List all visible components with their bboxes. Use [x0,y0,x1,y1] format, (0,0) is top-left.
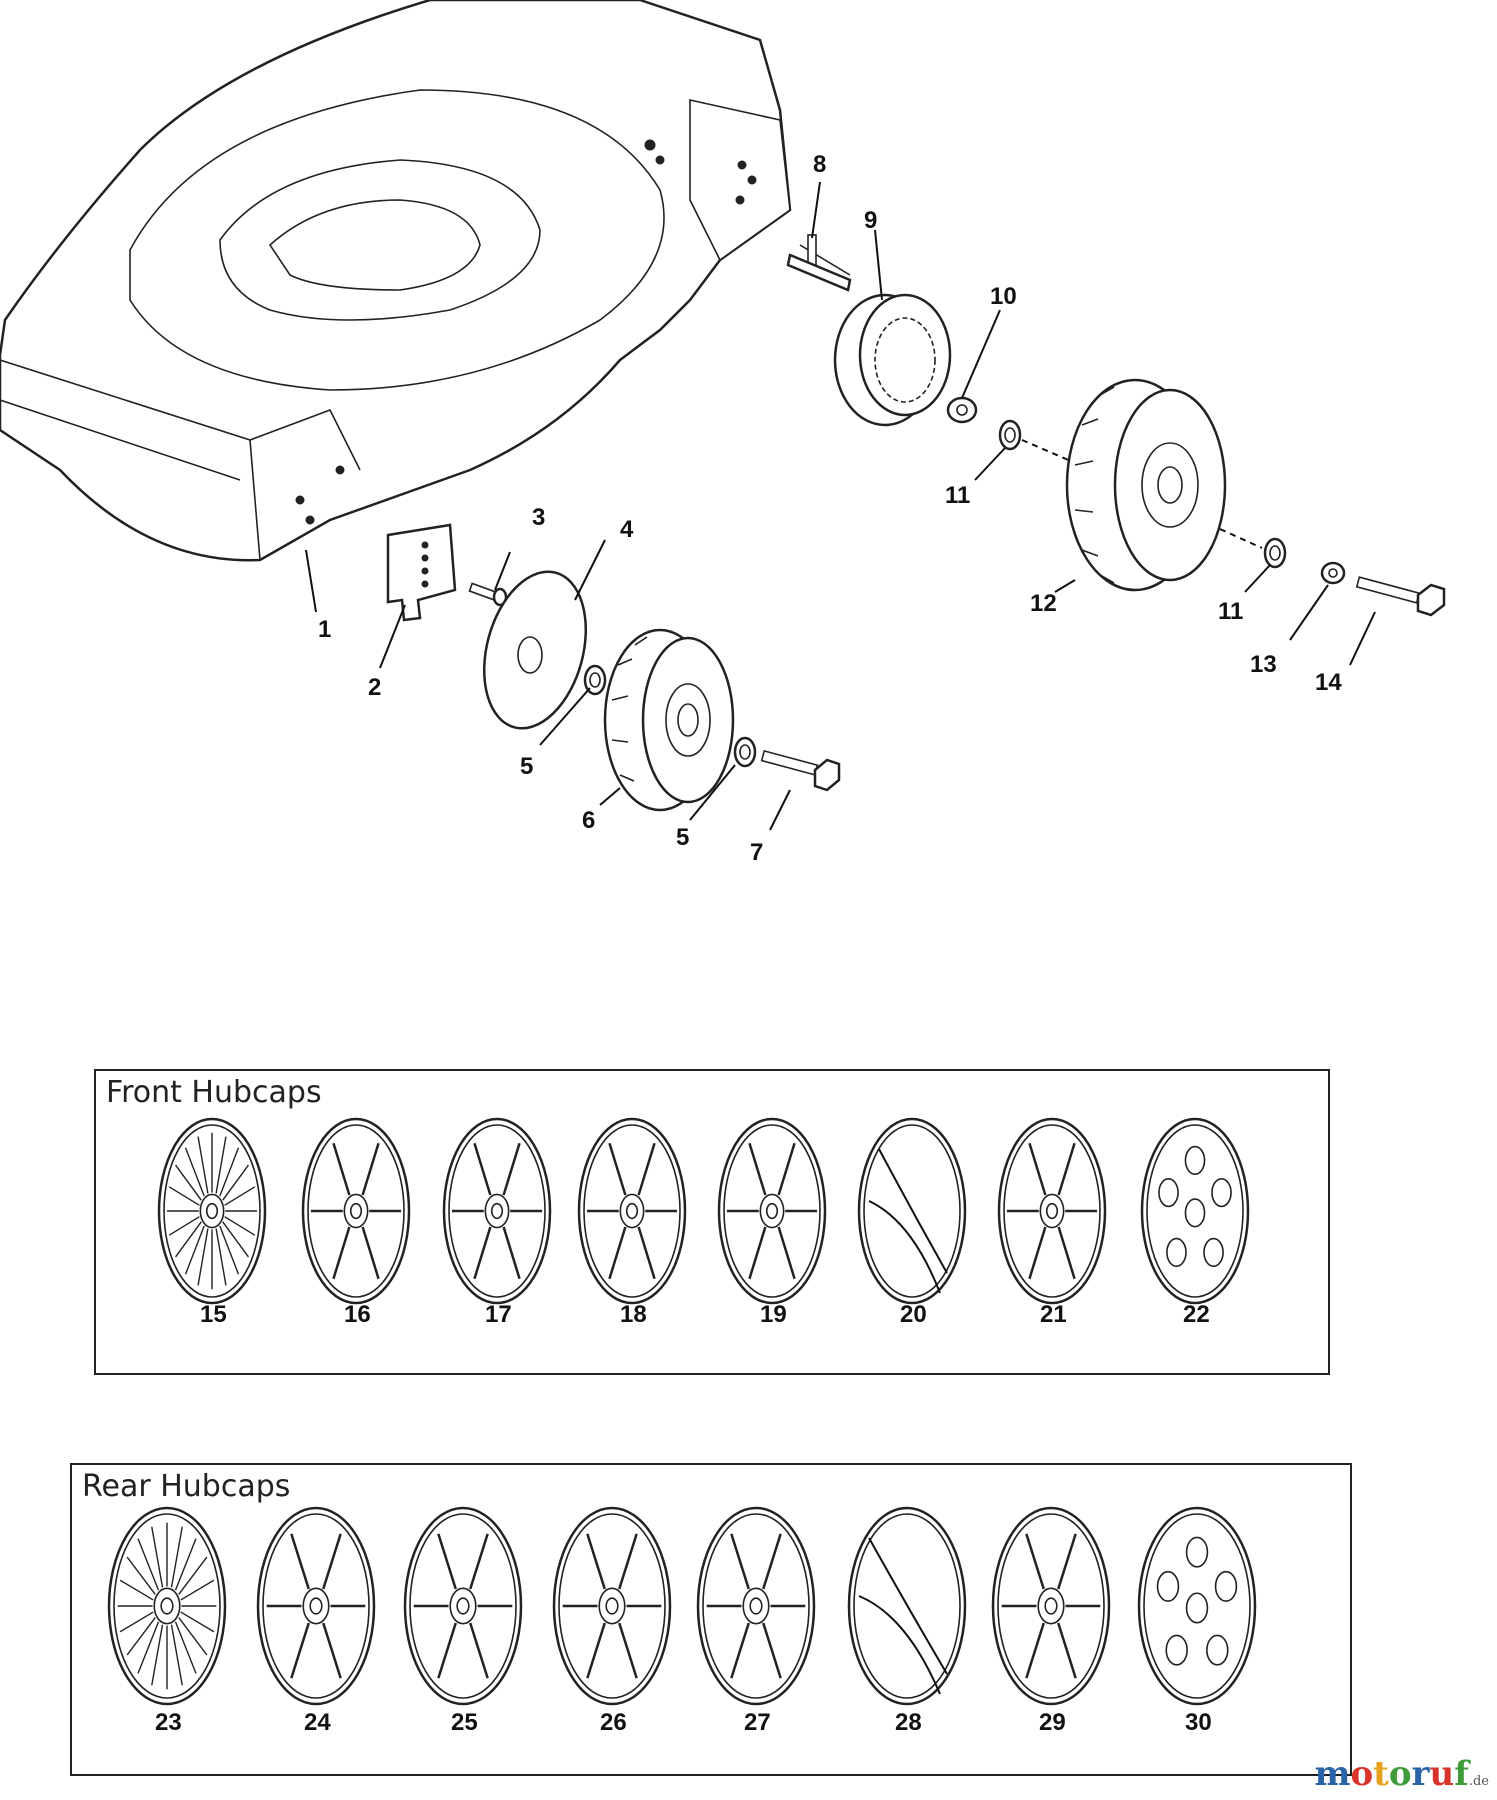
logo-suffix: .de [1468,1774,1489,1789]
hubcap-icon [301,1117,411,1305]
callout-9: 9 [864,207,877,234]
hubcap-icon [107,1506,227,1706]
callout-10: 10 [990,283,1017,310]
rear-hubcaps-title: Rear Hubcaps [82,1469,291,1504]
hubcap-icon [442,1117,552,1305]
hubcap-icon [717,1117,827,1305]
bearing-rear-outer [1263,537,1287,569]
hubcap-number: 15 [200,1301,227,1328]
mower-deck [0,0,851,562]
rear-hubcaps-row: 23 24 25 26 27 28 29 30 [107,1506,1257,1736]
front-hubcaps-title: Front Hubcaps [106,1075,322,1110]
callout-4: 4 [620,516,634,543]
rear-wheel [1065,378,1227,592]
hubcap-number: 20 [900,1301,927,1328]
front-hubcaps-row: 15 16 17 18 19 20 21 22 [157,1117,1250,1328]
hubcap-number: 22 [1183,1301,1210,1328]
hubcap-icon [997,1117,1107,1305]
hubcap-icon [577,1117,687,1305]
hubcap-number: 19 [760,1301,787,1328]
screw [468,582,508,607]
hubcap-number: 17 [485,1301,512,1328]
callout-2: 2 [368,674,381,701]
callout-12: 12 [1030,590,1057,617]
callout-11a: 11 [945,482,970,509]
hubcap-number: 21 [1040,1301,1067,1328]
hubcap-number: 30 [1185,1709,1212,1736]
hubcap-number: 24 [304,1709,331,1736]
bearing-rear-inner [998,419,1022,451]
drive-gear-ring [833,293,952,427]
wheel-disc [482,570,588,730]
callout-6: 6 [582,807,595,834]
callout-14: 14 [1315,669,1342,696]
hubcap-icon [847,1506,967,1706]
callout-3: 3 [532,504,545,531]
callout-11b: 11 [1218,598,1243,625]
washer-13 [1320,561,1346,585]
rear-hubcaps-panel: Rear Hubcaps [70,1463,1352,1776]
hubcap-number: 26 [600,1709,627,1736]
hubcap-number: 28 [895,1709,922,1736]
hubcap-icon [403,1506,523,1706]
hubcap-icon [1137,1506,1257,1706]
hubcap-icon [157,1117,267,1305]
axle-bolt-rear [1355,576,1446,617]
hubcap-number: 23 [155,1709,182,1736]
hubcap-icon [857,1117,967,1305]
hubcap-number: 29 [1039,1709,1066,1736]
axle-bolt-front [760,749,841,792]
hubcap-number: 16 [344,1301,371,1328]
hubcap-number: 27 [744,1709,771,1736]
bearing-front-inner [583,664,607,696]
hubcap-number: 25 [451,1709,478,1736]
height-adjust-bracket [386,523,457,622]
hubcap-number: 18 [620,1301,647,1328]
washer-10 [946,396,978,424]
callout-5b: 5 [676,824,689,851]
motoruf-logo: motoruf.de [1314,1754,1489,1794]
hubcap-icon [991,1506,1111,1706]
hubcap-icon [696,1506,816,1706]
hubcap-icon [256,1506,376,1706]
callout-8: 8 [813,151,826,178]
callout-5a: 5 [520,753,533,780]
callout-7: 7 [750,839,763,866]
front-hubcaps-panel: Front Hubcaps [94,1069,1330,1375]
hubcap-icon [1140,1117,1250,1305]
bearing-front-outer [733,736,757,768]
leader-lines [305,181,1376,831]
callout-13: 13 [1250,651,1277,678]
hubcap-icon [552,1506,672,1706]
front-wheel [603,628,735,812]
rear-axle-pin [786,234,852,292]
callout-1: 1 [318,616,331,643]
